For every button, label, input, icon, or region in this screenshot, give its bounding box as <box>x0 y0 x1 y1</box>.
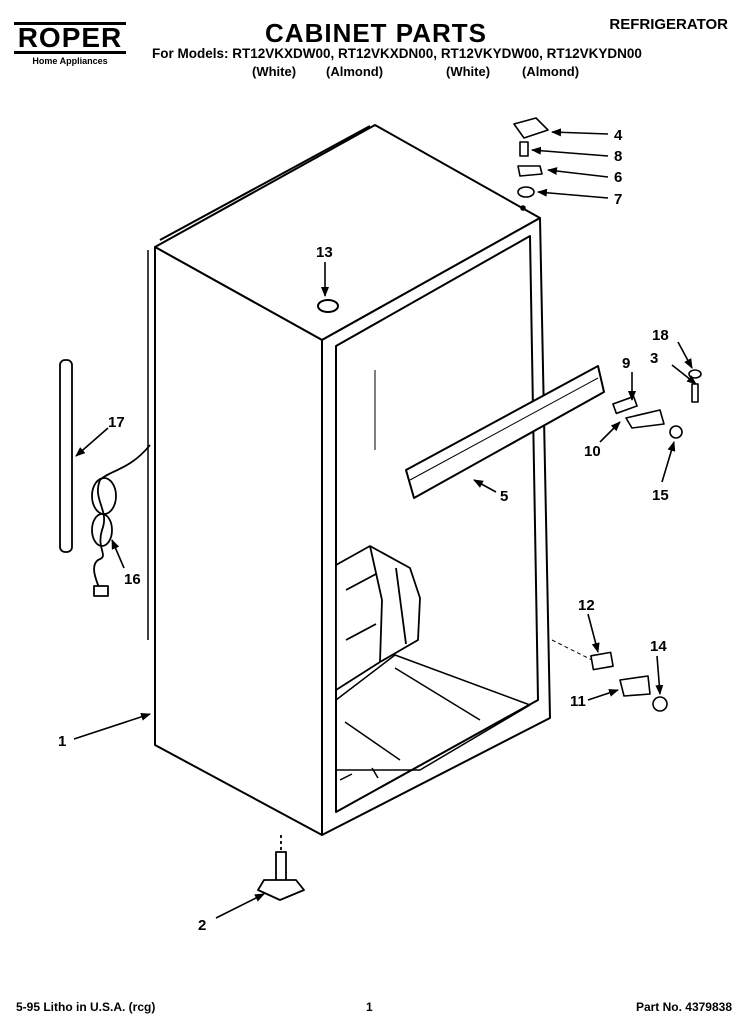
hinge-cover <box>513 117 549 139</box>
leader-5 <box>473 479 497 493</box>
callout-7: 7 <box>614 191 622 208</box>
callout-17: 17 <box>108 414 125 431</box>
model-list: For Models: RT12VKXDW00, RT12VKXDN00, RT… <box>152 46 642 61</box>
top-hinge <box>517 165 543 177</box>
door-gasket-tube <box>59 359 73 553</box>
callout-10: 10 <box>584 443 601 460</box>
floor-rails <box>335 654 531 781</box>
color-label-3: (White) <box>446 64 491 79</box>
hinge-plate <box>590 651 614 671</box>
callout-15: 15 <box>652 487 669 504</box>
color-label-2: (Almond) <box>326 64 384 79</box>
leader-1 <box>73 713 151 740</box>
hinge-shim <box>517 186 535 198</box>
brand-logo: ROPER Home Appliances <box>14 22 126 66</box>
callout-13: 13 <box>316 244 333 261</box>
leader-14 <box>655 655 664 695</box>
plug-button <box>317 299 339 313</box>
bottom-hinge-assembly <box>551 639 668 712</box>
bumper <box>688 369 702 379</box>
callout-6: 6 <box>614 169 622 186</box>
leader-8 <box>531 146 609 157</box>
leader-3 <box>671 364 697 385</box>
litho-note: 5-95 Litho in U.S.A. (rcg) <box>16 1000 156 1014</box>
color-label-1: (White) <box>252 64 297 79</box>
callout-11: 11 <box>570 693 586 710</box>
leader-6 <box>547 167 609 178</box>
hinge-shim-mid <box>612 395 638 415</box>
model-colors: (White) (Almond) (White) (Almond) <box>152 64 612 80</box>
callout-3: 3 <box>650 350 658 367</box>
part-number: Part No. 4379838 <box>635 1000 732 1014</box>
leader-16 <box>111 539 125 569</box>
middle-hinge-assembly <box>612 369 702 439</box>
hinge-bushing <box>669 425 683 439</box>
hinge-pin <box>691 383 699 403</box>
callout-18: 18 <box>652 327 669 344</box>
leader-10 <box>599 421 621 443</box>
leader-15 <box>661 441 676 483</box>
bottom-hinge <box>619 675 651 697</box>
leader-11 <box>587 689 619 701</box>
callout-4: 4 <box>614 127 623 144</box>
callout-14: 14 <box>650 638 667 655</box>
leader-12 <box>587 613 600 653</box>
brand-name: ROPER <box>14 22 126 54</box>
cabinet-shell <box>147 124 551 836</box>
leader-2 <box>215 893 265 919</box>
top-hinge-assembly <box>513 117 549 211</box>
leader-18 <box>677 341 693 369</box>
power-cord <box>91 444 151 597</box>
compressor-housing <box>335 545 421 691</box>
page-title: CABINET PARTS <box>265 18 487 48</box>
callout-1: 1 <box>58 733 66 750</box>
leader-17 <box>75 427 109 457</box>
brand-tagline: Home Appliances <box>32 56 108 66</box>
callout-2: 2 <box>198 917 206 934</box>
callout-8: 8 <box>614 148 622 165</box>
leader-4 <box>551 128 609 137</box>
callout-12: 12 <box>578 597 595 614</box>
leveling-leg <box>257 835 305 901</box>
color-label-4: (Almond) <box>522 64 580 79</box>
appliance-type: REFRIGERATOR <box>609 16 728 33</box>
hinge-screw <box>519 141 529 157</box>
callout-5: 5 <box>500 488 508 505</box>
center-hinge <box>625 409 665 429</box>
bottom-hinge-pin <box>652 696 668 712</box>
shelf-bracket <box>405 365 605 499</box>
callout-9: 9 <box>622 355 630 372</box>
page-number: 1 <box>366 1000 373 1014</box>
callout-16: 16 <box>124 571 141 588</box>
leader-7 <box>537 188 609 199</box>
